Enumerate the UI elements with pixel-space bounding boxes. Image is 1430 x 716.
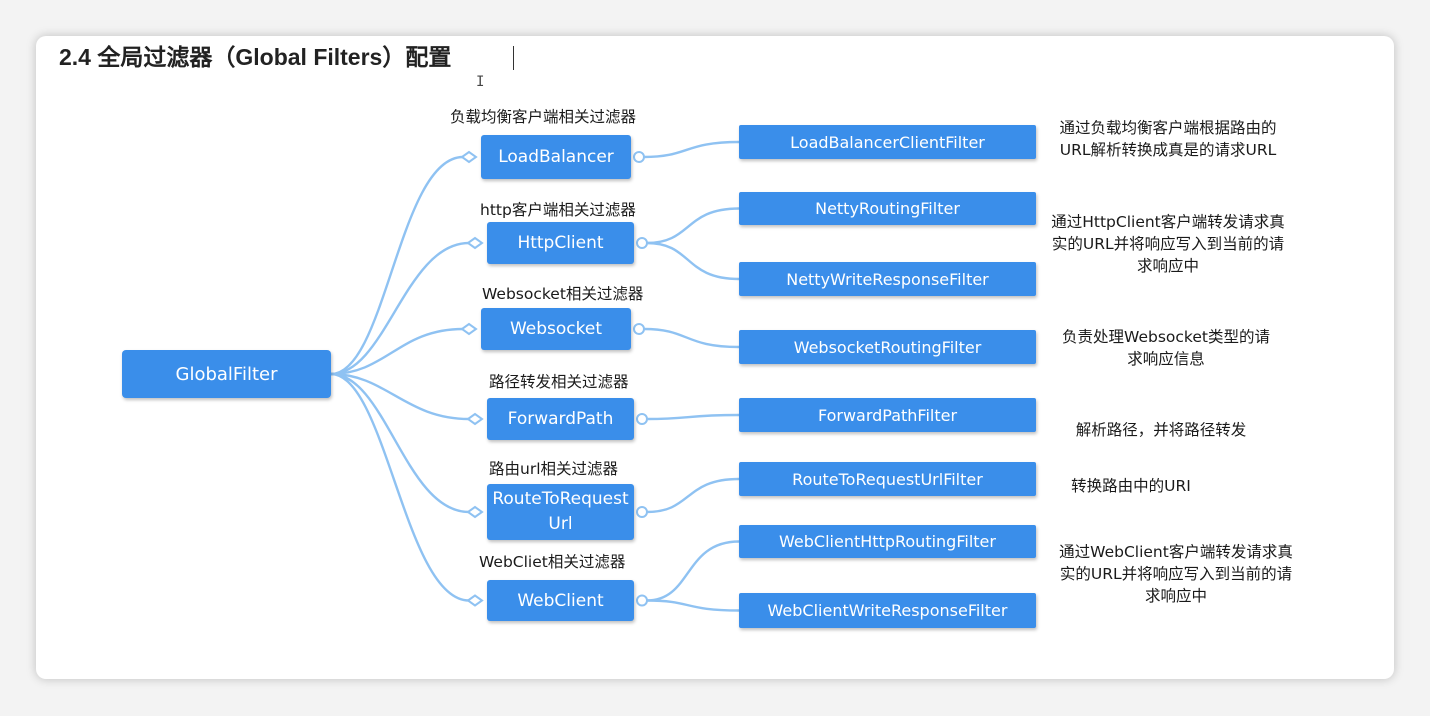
- connector-line: [646, 540, 740, 602]
- connector-diamond-icon: [466, 412, 484, 426]
- category-node-webclient[interactable]: WebClient: [487, 580, 634, 621]
- filter-node-webclientwriteresponsefilter[interactable]: WebClientWriteResponseFilter: [739, 593, 1036, 628]
- category-node-forwardpath[interactable]: ForwardPath: [487, 398, 634, 440]
- connector-line: [643, 140, 740, 159]
- connector-circle-icon: [636, 413, 648, 425]
- connector-circle-icon: [636, 237, 648, 249]
- group-description: 通过负载均衡客户端根据路由的URL解析转换成真是的请求URL: [1059, 119, 1277, 159]
- connector-diamond-icon: [466, 505, 484, 519]
- category-node-routetorequesturl[interactable]: RouteToRequestUrl: [487, 484, 634, 540]
- connector-line: [646, 413, 740, 421]
- filter-node-forwardpathfilter[interactable]: ForwardPathFilter: [739, 398, 1036, 432]
- connector-line: [646, 241, 740, 281]
- root-node-globalfilter[interactable]: GlobalFilter: [122, 350, 331, 398]
- group-label: Websocket相关过滤器: [482, 285, 644, 303]
- connector-line: [646, 599, 740, 612]
- category-node-loadbalancer[interactable]: LoadBalancer: [481, 135, 631, 179]
- filter-node-websocketroutingfilter[interactable]: WebsocketRoutingFilter: [739, 330, 1036, 364]
- text-cursor-icon: I: [476, 74, 485, 90]
- connector-line: [330, 241, 470, 376]
- group-description: 通过WebClient客户端转发请求真实的URL并将响应写入到当前的请求响应中: [1059, 543, 1293, 605]
- connector-line: [643, 327, 740, 349]
- connector-line: [646, 477, 740, 514]
- connector-line: [646, 207, 740, 245]
- connector-line: [330, 155, 464, 376]
- connector-diamond-icon: [466, 594, 484, 607]
- filter-node-routetorequesturlfilter[interactable]: RouteToRequestUrlFilter: [739, 462, 1036, 496]
- connector-line: [330, 372, 470, 421]
- connector-circle-icon: [633, 323, 645, 335]
- group-description: 转换路由中的URI: [1071, 477, 1191, 495]
- page-title: 2.4 全局过滤器（Global Filters）配置: [59, 44, 452, 70]
- connector-line: [330, 372, 470, 602]
- category-node-httpclient[interactable]: HttpClient: [487, 222, 634, 264]
- filter-node-loadbalancerclientfilter[interactable]: LoadBalancerClientFilter: [739, 125, 1036, 159]
- connector-circle-icon: [636, 506, 648, 518]
- connector-circle-icon: [633, 151, 645, 163]
- group-description: 解析路径，并将路径转发: [1075, 421, 1247, 439]
- connector-line: [330, 372, 470, 514]
- connector-diamond-icon: [466, 236, 484, 250]
- group-label: 负载均衡客户端相关过滤器: [450, 108, 637, 126]
- category-node-websocket[interactable]: Websocket: [481, 308, 631, 350]
- group-label: WebCliet相关过滤器: [479, 553, 626, 571]
- connector-line: [330, 327, 464, 376]
- connector-diamond-icon: [460, 150, 478, 164]
- group-label: http客户端相关过滤器: [480, 201, 636, 219]
- group-description: 通过HttpClient客户端转发请求真实的URL并将响应写入到当前的请求响应中: [1051, 213, 1285, 275]
- group-label: 路径转发相关过滤器: [489, 373, 629, 391]
- text-caret: [513, 46, 514, 70]
- connector-diamond-icon: [460, 322, 478, 336]
- filter-node-webclienthttproutingfilter[interactable]: WebClientHttpRoutingFilter: [739, 525, 1036, 558]
- connector-circle-icon: [636, 594, 648, 607]
- filter-node-nettywriteresponsefilter[interactable]: NettyWriteResponseFilter: [739, 262, 1036, 296]
- group-label: 路由url相关过滤器: [489, 460, 619, 478]
- group-description: 负责处理Websocket类型的请求响应信息: [1062, 328, 1270, 368]
- filter-node-nettyroutingfilter[interactable]: NettyRoutingFilter: [739, 192, 1036, 225]
